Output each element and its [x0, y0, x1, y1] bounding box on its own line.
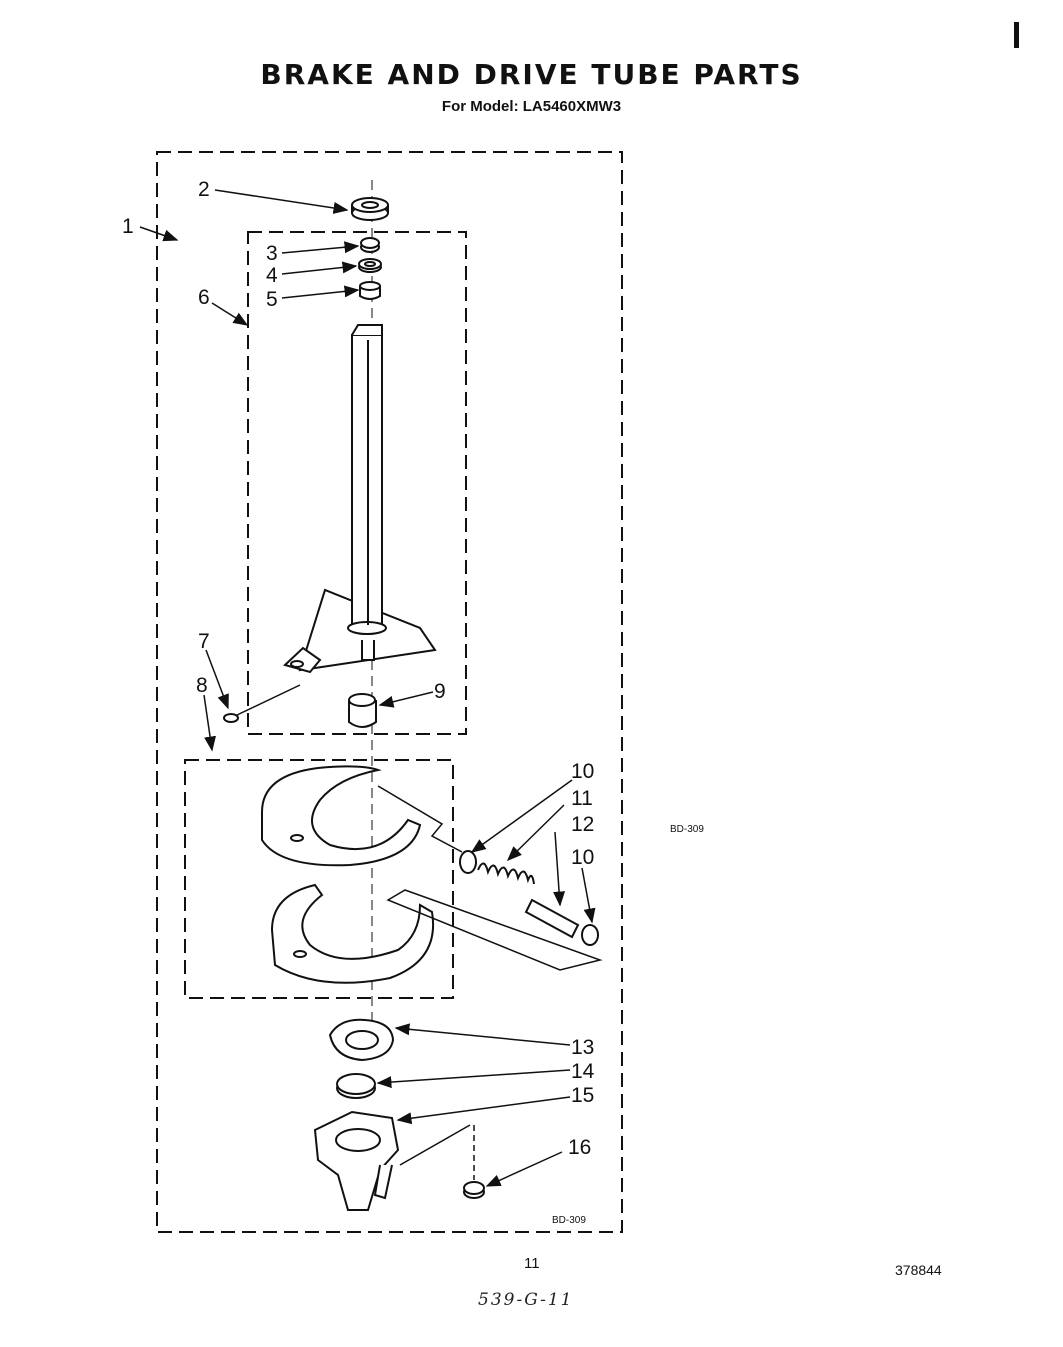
callout-5: 5 — [266, 288, 278, 311]
assembly-outline-1 — [156, 151, 623, 1233]
document-number: 378844 — [895, 1262, 942, 1278]
model-subtitle: For Model: LA5460XMW3 — [441, 98, 622, 115]
assembly-outline-6 — [247, 231, 467, 735]
callout-6: 6 — [198, 286, 210, 309]
page-number: 11 — [524, 1255, 540, 1272]
part-7-clip — [223, 713, 239, 723]
part-14-ring — [336, 1073, 376, 1099]
corner-mark — [1014, 22, 1019, 48]
spring-bracket-outline — [377, 785, 603, 971]
reference-code-right: BD-309 — [670, 824, 704, 835]
part-10-washer — [459, 850, 477, 874]
callout-15: 15 — [571, 1084, 594, 1107]
handwritten-note: 539-G-11 — [478, 1290, 574, 1310]
callout-12: 12 — [571, 813, 594, 836]
callout-3: 3 — [266, 242, 278, 265]
part-16-nut — [463, 1181, 485, 1199]
callout-13: 13 — [571, 1036, 594, 1059]
part-3-washer — [360, 237, 380, 253]
part-13-plate — [328, 1018, 395, 1062]
leader-lines-plain — [236, 684, 475, 1180]
part-9-bushing — [348, 693, 377, 728]
part-11-spring — [477, 862, 535, 885]
callout-1: 1 — [122, 215, 134, 238]
callout-4: 4 — [266, 264, 278, 287]
reference-code-bottom: BD-309 — [552, 1215, 586, 1226]
assembly-outline-8 — [184, 759, 454, 999]
callout-7: 7 — [198, 630, 210, 653]
callout-9: 9 — [434, 680, 446, 703]
callout-10: 10 — [571, 760, 594, 783]
callout-10b: 10 — [571, 846, 594, 869]
callout-16: 16 — [568, 1136, 591, 1159]
brake-shoe-lower — [270, 883, 435, 984]
page-title: BRAKE AND DRIVE TUBE PARTS — [260, 58, 803, 91]
part-5-bushing — [359, 281, 381, 300]
callout-2: 2 — [198, 178, 210, 201]
part-10-washer-2 — [581, 924, 599, 946]
part-4-ring — [358, 258, 382, 273]
part-6-drive-tube — [283, 324, 437, 674]
part-2-seal — [351, 197, 389, 221]
callout-8: 8 — [196, 674, 208, 697]
callout-11: 11 — [571, 787, 593, 810]
part-12-pin — [524, 898, 580, 939]
brake-shoe-upper — [261, 765, 422, 867]
leader-lines — [139, 189, 596, 1187]
part-15-housing — [313, 1110, 400, 1211]
callout-14: 14 — [571, 1060, 595, 1083]
